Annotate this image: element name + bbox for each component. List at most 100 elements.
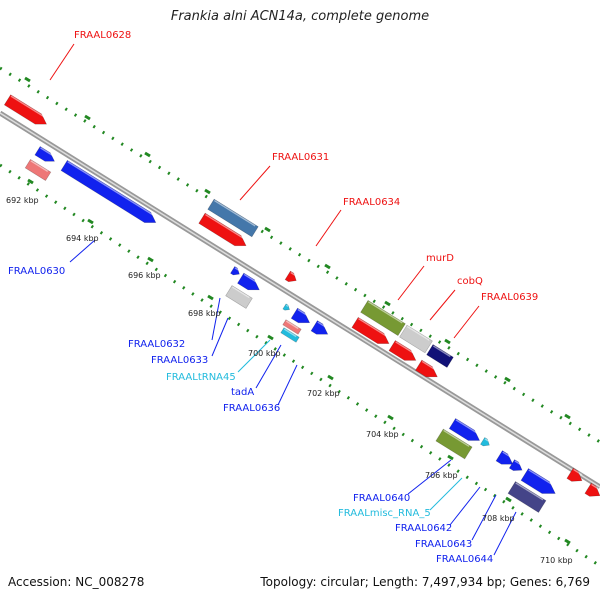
gene-feature[interactable] bbox=[520, 468, 559, 500]
gene-feature[interactable] bbox=[237, 272, 262, 295]
gene-label[interactable]: FRAAL0632 bbox=[128, 339, 185, 350]
gene-feature[interactable] bbox=[3, 94, 49, 130]
accession-label: Accession: NC_008278 bbox=[8, 575, 145, 589]
gene-label[interactable]: FRAAL0636 bbox=[223, 403, 280, 414]
leader-line bbox=[471, 494, 497, 541]
gene-feature[interactable] bbox=[360, 300, 406, 336]
scale-tick bbox=[327, 374, 334, 381]
gene-label[interactable]: FRAAL0631 bbox=[272, 152, 329, 163]
gene-label[interactable]: murD bbox=[426, 253, 454, 264]
gene-feature[interactable] bbox=[284, 270, 299, 285]
leader-line bbox=[237, 339, 271, 373]
gene-label[interactable]: FRAAL0643 bbox=[415, 539, 472, 550]
gene-feature[interactable] bbox=[282, 303, 291, 312]
scale-label: 694 kbp bbox=[66, 234, 99, 243]
gene-feature[interactable] bbox=[415, 359, 440, 382]
gene-feature[interactable] bbox=[24, 158, 52, 182]
gene-label[interactable]: FRAAL0628 bbox=[74, 30, 131, 41]
gene-feature[interactable] bbox=[230, 266, 241, 277]
gene-feature[interactable] bbox=[566, 467, 585, 486]
map-title: Frankia alni ACN14a, complete genome bbox=[170, 9, 430, 24]
gene-feature[interactable] bbox=[60, 159, 159, 227]
scale-tick bbox=[324, 263, 331, 270]
scale-tick bbox=[264, 226, 271, 233]
leader-line bbox=[493, 511, 517, 556]
leader-line bbox=[315, 209, 342, 247]
scale-label: 698 kbp bbox=[188, 309, 221, 318]
gene-label[interactable]: FRAAL0642 bbox=[395, 523, 452, 534]
gene-label[interactable]: FRAAL0644 bbox=[436, 554, 493, 565]
scale-label: 710 kbp bbox=[540, 556, 573, 565]
gene-feature[interactable] bbox=[310, 320, 331, 340]
leader-line bbox=[277, 364, 298, 406]
gene-labels: FRAAL0628 FRAAL0631 FRAAL0634 murD cobQ … bbox=[8, 30, 538, 565]
gene-feature[interactable] bbox=[280, 327, 300, 343]
leader-line bbox=[449, 486, 481, 526]
scale-tick bbox=[204, 188, 211, 195]
gene-feature[interactable] bbox=[435, 428, 473, 460]
gene-feature[interactable] bbox=[388, 340, 419, 366]
gene-feature[interactable] bbox=[225, 285, 253, 309]
scale-tick bbox=[147, 256, 154, 263]
scale-tick bbox=[384, 300, 391, 307]
gene-label[interactable]: FRAALtRNA45 bbox=[166, 372, 236, 383]
gene-label[interactable]: FRAAL0640 bbox=[353, 493, 410, 504]
gene-feature[interactable] bbox=[34, 146, 57, 165]
leader-line bbox=[255, 344, 282, 389]
gene-feature[interactable] bbox=[290, 307, 313, 328]
topology-label: Topology: circular; Length: 7,497,934 bp… bbox=[260, 575, 590, 589]
gene-feature[interactable] bbox=[508, 459, 524, 475]
gene-label[interactable]: FRAAL0639 bbox=[481, 292, 538, 303]
scale-tick bbox=[267, 334, 274, 341]
scale-tick bbox=[444, 338, 451, 345]
scale-label: 706 kbp bbox=[425, 471, 458, 480]
leader-line bbox=[239, 165, 271, 201]
gene-feature[interactable] bbox=[198, 212, 249, 251]
gene-label[interactable]: FRAAL0630 bbox=[8, 266, 65, 277]
gene-feature[interactable] bbox=[507, 481, 547, 513]
leader-line bbox=[211, 297, 221, 341]
gene-label[interactable]: FRAAL0634 bbox=[343, 197, 400, 208]
gene-feature[interactable] bbox=[282, 319, 302, 335]
scale-tick bbox=[87, 218, 94, 225]
leader-line bbox=[429, 477, 463, 511]
gene-feature[interactable] bbox=[448, 418, 483, 445]
scale-tick bbox=[27, 178, 34, 185]
gene-label[interactable]: cobQ bbox=[457, 276, 483, 287]
gene-feature[interactable] bbox=[351, 316, 392, 348]
leader-line bbox=[429, 289, 456, 321]
scale-label: 702 kbp bbox=[307, 389, 340, 398]
gene-label[interactable]: FRAAL0633 bbox=[151, 355, 208, 366]
scale-tick bbox=[505, 496, 512, 503]
scale-tick bbox=[207, 294, 214, 301]
dotted-track bbox=[0, 163, 600, 568]
scale-tick bbox=[504, 376, 511, 383]
scale-tick bbox=[144, 151, 151, 158]
leader-line bbox=[453, 305, 480, 339]
gene-label[interactable]: FRAALmisc_RNA_5 bbox=[338, 508, 431, 519]
scale-label: 696 kbp bbox=[128, 271, 161, 280]
gene-feature[interactable] bbox=[426, 344, 454, 368]
dotted-track bbox=[0, 66, 600, 444]
scale-tick bbox=[387, 414, 394, 421]
gene-feature[interactable] bbox=[207, 198, 259, 238]
leader-line bbox=[49, 43, 75, 81]
scale-label: 700 kbp bbox=[248, 349, 281, 358]
gene-label[interactable]: tadA bbox=[231, 387, 254, 398]
gene-features bbox=[3, 94, 600, 513]
genome-backbone bbox=[0, 110, 600, 490]
gene-feature[interactable] bbox=[495, 450, 516, 470]
gene-feature[interactable] bbox=[480, 437, 491, 448]
scale-tick bbox=[564, 538, 571, 545]
scale-label: 708 kbp bbox=[482, 514, 515, 523]
dotted-track-lines bbox=[0, 66, 600, 568]
scale-tick bbox=[84, 114, 91, 121]
label-leader-lines bbox=[49, 43, 517, 556]
scale-labels: 692 kbp 694 kbp 696 kbp 698 kbp 700 kbp … bbox=[6, 196, 573, 565]
gene-feature[interactable] bbox=[399, 324, 433, 354]
scale-label: 704 kbp bbox=[366, 430, 399, 439]
gene-feature[interactable] bbox=[584, 482, 600, 501]
leader-line bbox=[211, 317, 229, 357]
scale-tick bbox=[447, 454, 454, 461]
